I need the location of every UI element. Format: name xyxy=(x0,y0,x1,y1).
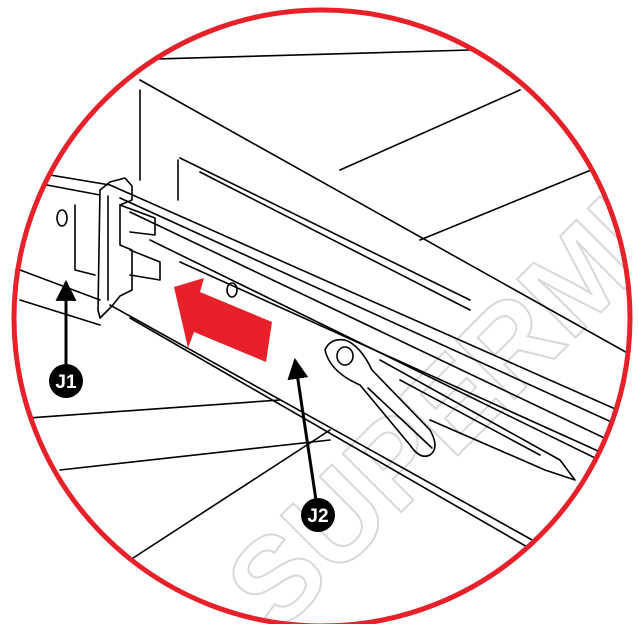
inner-rail-mid xyxy=(179,261,630,471)
callout-pointers xyxy=(55,279,318,501)
release-latch xyxy=(324,338,436,458)
floor-line-3 xyxy=(129,429,331,561)
bracket-tab-bot xyxy=(129,249,161,281)
callout-j2-badge xyxy=(301,498,335,532)
chassis-back-right-line xyxy=(339,89,521,171)
latch-slot xyxy=(367,387,433,449)
chassis-top-edge xyxy=(119,49,471,61)
latch-spring xyxy=(379,359,576,481)
outer-rail-hole xyxy=(56,209,68,227)
inner-rail-top-2 xyxy=(119,197,630,436)
chassis-upper-diagonal xyxy=(139,79,630,361)
callout-j1-badge xyxy=(49,364,83,398)
callout-j2: J2 xyxy=(301,498,335,532)
floor-line-2 xyxy=(59,439,331,471)
outer-rail-top xyxy=(19,169,111,186)
chassis-inner-box-top xyxy=(179,157,471,301)
callout-j2-label: J2 xyxy=(307,506,328,527)
floor-line-1 xyxy=(14,399,281,421)
outer-rail-step xyxy=(74,204,96,276)
outer-rail-top-2 xyxy=(19,179,101,196)
watermark-text: SUPERMICRO xyxy=(201,0,638,624)
latch-pivot xyxy=(336,346,354,366)
inner-rail-hole xyxy=(226,282,238,298)
chassis-inner-box-top-2 xyxy=(199,171,471,311)
bracket-outline xyxy=(97,177,133,319)
j2-pointer-line xyxy=(287,357,318,501)
inner-rail-top-1 xyxy=(109,184,630,421)
outer-rail-lower xyxy=(19,269,101,301)
left-arrow-shape xyxy=(174,278,272,362)
rail-drawing xyxy=(14,49,630,613)
inner-rail-top-3 xyxy=(129,211,630,456)
magnifier-frame xyxy=(11,7,633,624)
callout-j1-label: J1 xyxy=(55,372,77,393)
watermark: SUPERMICRO xyxy=(200,0,638,624)
floor-line-4 xyxy=(14,499,61,511)
bracket-tab-top xyxy=(119,204,156,236)
outer-rail-bottom xyxy=(19,299,101,326)
latch-spring-inner xyxy=(399,379,541,456)
callout-j1: J1 xyxy=(49,364,83,398)
direction-arrow xyxy=(174,278,272,362)
